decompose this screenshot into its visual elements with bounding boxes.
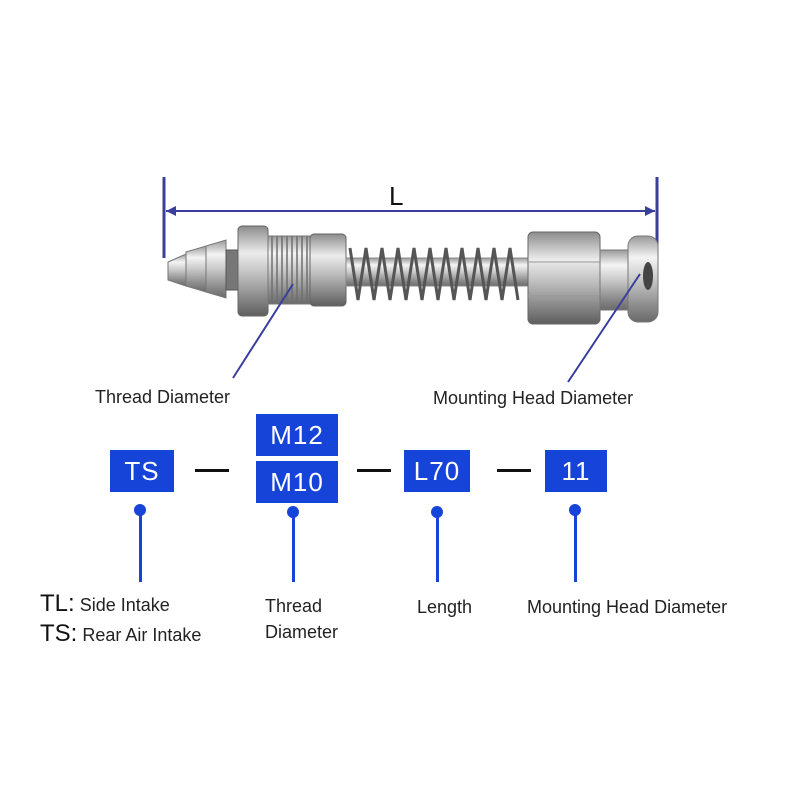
intake-connector-dot — [134, 504, 146, 516]
legend-tl: TL: Side Intake — [40, 590, 170, 618]
threaded-body — [267, 235, 311, 305]
hex-nut-right — [309, 233, 347, 307]
length-dimension-label: L — [389, 181, 404, 211]
washer — [225, 249, 239, 291]
thread-code-box-bottom: M10 — [256, 461, 338, 503]
thread-callout-line — [232, 283, 294, 379]
legend-ts-text: Rear Air Intake — [82, 625, 202, 645]
length-connector-dot — [431, 506, 443, 518]
thread-code-box-top: M12 — [256, 414, 338, 456]
legend-tl-text: Side Intake — [79, 595, 170, 615]
legend-length: Length — [417, 597, 473, 617]
separator-dash-2 — [357, 469, 391, 472]
head-connector-dot — [569, 504, 581, 516]
legend-thread-line2: Diameter — [265, 622, 339, 642]
length-connector-line — [436, 514, 439, 582]
legend-tl-code: TL: — [40, 590, 75, 617]
legend-head: Mounting Head Diameter — [527, 597, 728, 617]
barb-fitting — [167, 239, 227, 299]
intake-connector-line — [139, 512, 142, 582]
legend-thread-line1: Thread — [265, 596, 323, 616]
legend-ts-code: TS: — [40, 620, 78, 647]
separator-dash-3 — [497, 469, 531, 472]
hex-nut-head — [527, 231, 601, 325]
separator-dash-1 — [195, 469, 229, 472]
thread-connector-line — [292, 514, 295, 582]
intake-code-box: TS — [110, 450, 174, 492]
thread-diameter-callout: Thread Diameter — [95, 387, 231, 407]
head-connector-line — [574, 512, 577, 582]
legend-ts: TS: Rear Air Intake — [40, 620, 201, 648]
mounting-head-callout: Mounting Head Diameter — [433, 388, 634, 408]
length-code-box: L70 — [404, 450, 470, 492]
spring — [348, 247, 520, 301]
mounting-flange — [627, 235, 659, 323]
head-callout-line — [567, 273, 641, 383]
head-code-box: 11 — [545, 450, 607, 492]
thread-connector-dot — [287, 506, 299, 518]
hex-nut-left — [237, 225, 269, 317]
